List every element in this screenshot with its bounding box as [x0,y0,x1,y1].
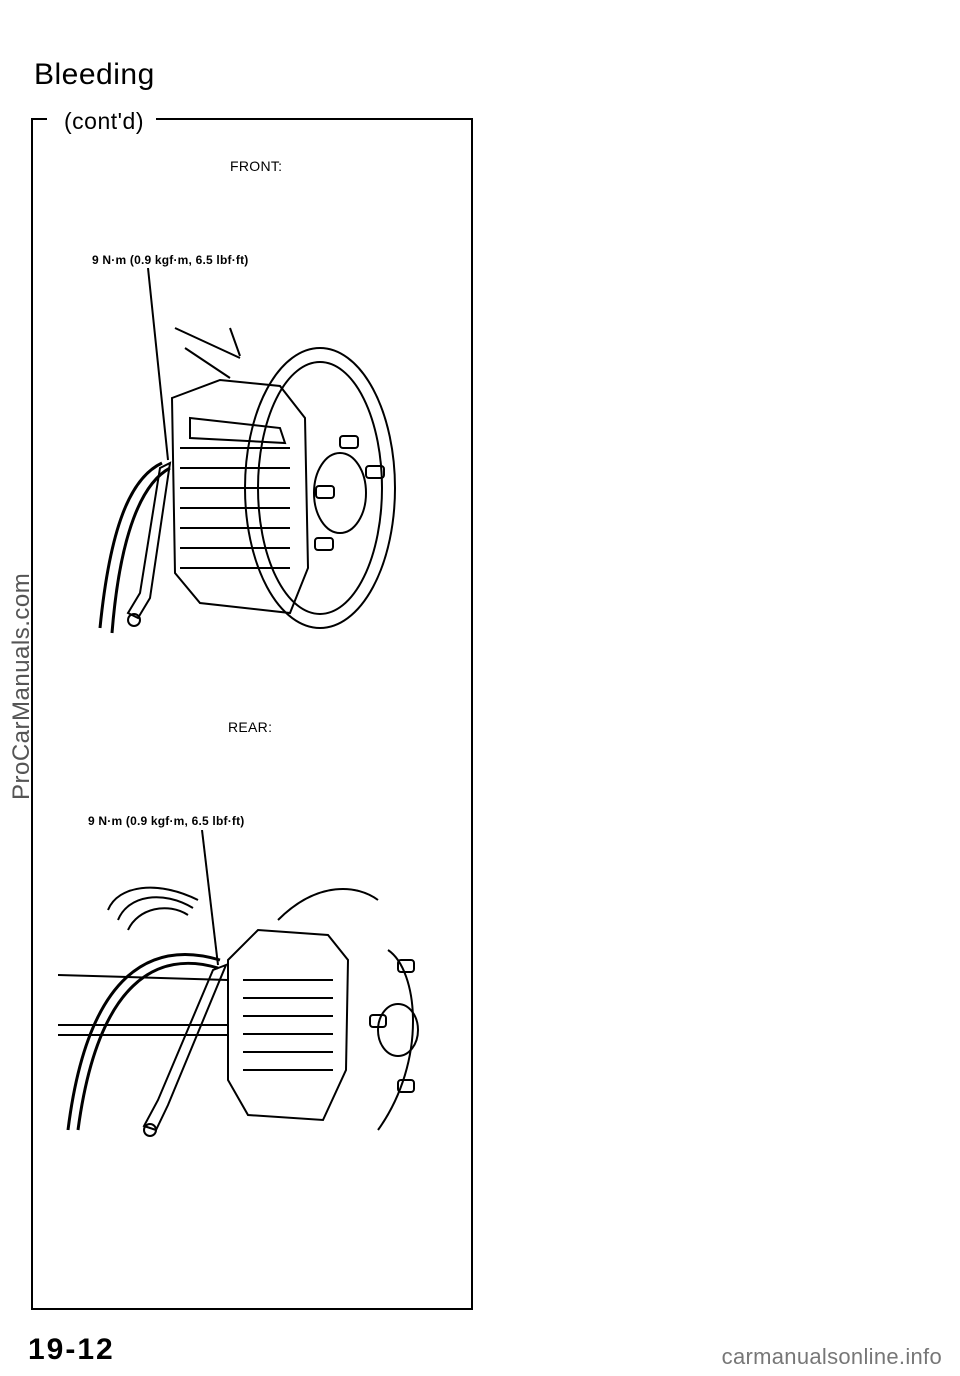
page-title: Bleeding [34,58,155,91]
side-watermark: ProCarManuals.com [8,572,35,800]
rear-section-label: REAR: [228,719,273,735]
front-section-label: FRONT: [230,158,283,174]
front-caliper-illustration [98,268,396,634]
front-torque-spec: 9 N·m (0.9 kgf·m, 6.5 lbf·ft) [92,253,249,267]
rear-torque-spec: 9 N·m (0.9 kgf·m, 6.5 lbf·ft) [88,814,245,828]
frame-top-border-left [31,118,47,120]
page-number: 19-12 [28,1333,115,1366]
frame-top-border-right [156,118,473,120]
footer-watermark: carmanualsonline.info [721,1344,942,1369]
rear-caliper-illustration [58,830,419,1137]
content-frame [31,118,473,1310]
page-subtitle: (cont'd) [60,108,148,135]
